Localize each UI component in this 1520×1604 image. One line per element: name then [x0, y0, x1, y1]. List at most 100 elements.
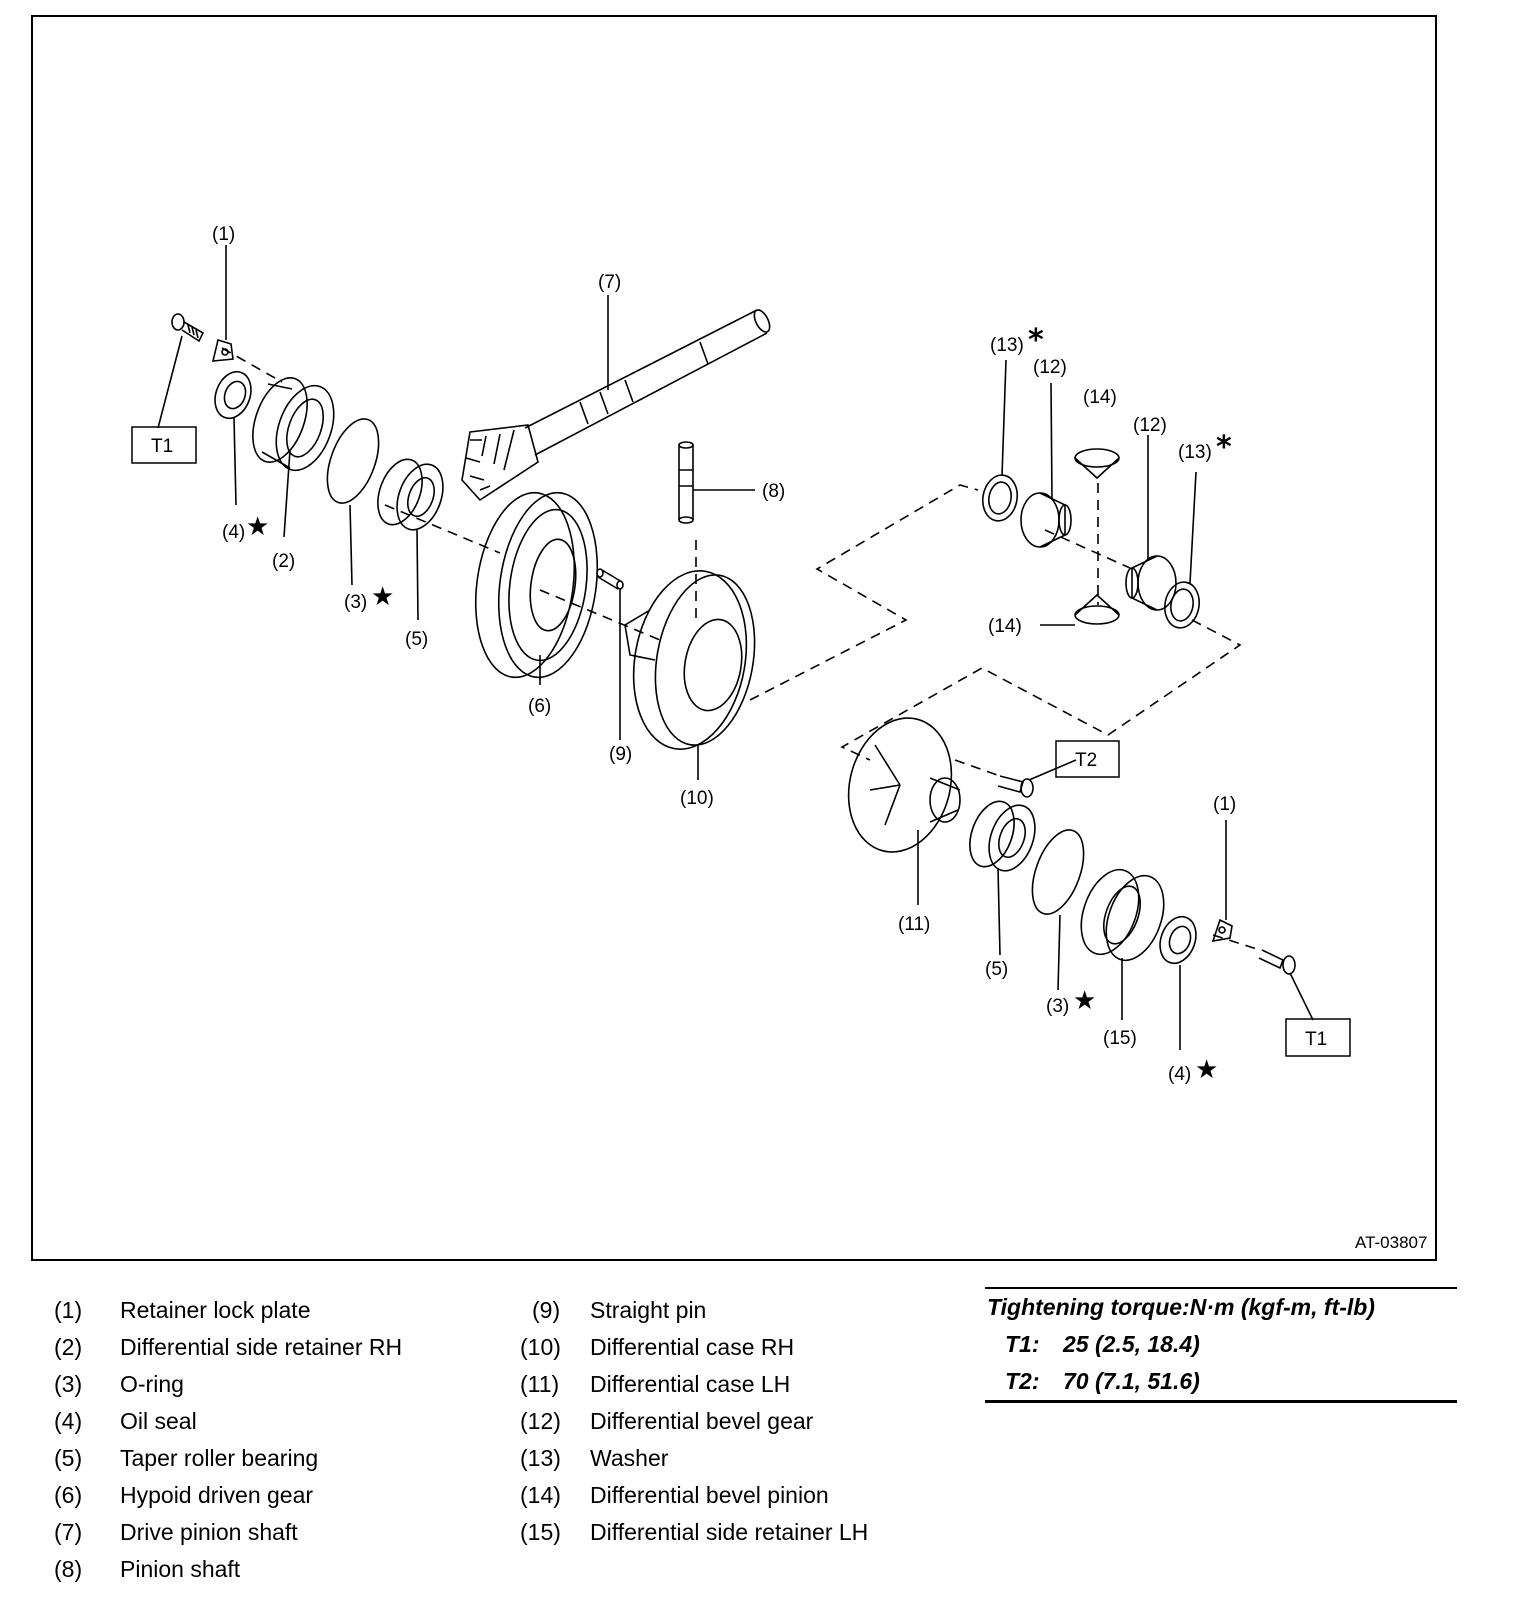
diagram-frame [31, 15, 1437, 1261]
torque-value: 25 (2.5, 18.4) [1063, 1331, 1200, 1357]
hypoid-driven-gear [474, 491, 599, 679]
star-mark: ★ [246, 512, 269, 542]
legend-item: (13) Washer [520, 1440, 940, 1477]
legend-name: Pinion shaft [120, 1556, 241, 1582]
legend-number: (11) [520, 1371, 560, 1397]
oil-seal-lh [1159, 915, 1197, 965]
legend-number: (5) [54, 1445, 83, 1471]
legend-name: Taper roller bearing [120, 1445, 319, 1471]
parts-legend-left: (1) Retainer lock plate (2)Differential s… [54, 1292, 474, 1588]
legend-item: (6) Hypoid driven gear [54, 1477, 474, 1514]
legend-item: (14)Differential bevel pinion [520, 1477, 940, 1514]
legend-number: (6) [54, 1482, 83, 1508]
torque-label-t2: T2 [1075, 750, 1097, 771]
washer-lower [1163, 581, 1201, 629]
callout-9: (9) [609, 744, 632, 765]
torque-code: T1: [1005, 1331, 1040, 1357]
callout-3-bottom: (3) [1046, 996, 1069, 1017]
legend-number: (8) [54, 1556, 83, 1582]
legend-name: Drive pinion shaft [120, 1519, 298, 1545]
o-ring-rh [326, 418, 380, 504]
callout-14-top: (14) [1083, 387, 1117, 408]
torque-box-t2 [1055, 740, 1120, 778]
torque-row: T1: 25 (2.5, 18.4) [985, 1326, 1457, 1363]
legend-number: (12) [520, 1408, 561, 1434]
legend-item: (3)O-ring [54, 1366, 474, 1403]
legend-number: (1) [54, 1297, 83, 1323]
bevel-pinion-lower [1074, 593, 1120, 625]
legend-name: Oil seal [120, 1408, 197, 1434]
callout-5-top: (5) [405, 629, 428, 650]
asterisk-mark: * [1216, 430, 1232, 465]
bevel-gear-lower [1125, 555, 1177, 611]
callout-1-top: (1) [212, 224, 235, 245]
torque-value: 70 (7.1, 51.6) [1063, 1368, 1200, 1394]
legend-name: Differential side retainer LH [590, 1519, 869, 1545]
callout-2: (2) [272, 551, 295, 572]
legend-name: Hypoid driven gear [120, 1482, 314, 1508]
callout-12-top: (12) [1033, 357, 1067, 378]
callout-12-bottom: (12) [1133, 415, 1167, 436]
callout-8: (8) [762, 481, 785, 502]
straight-pin [596, 568, 624, 590]
bolt-t2 [997, 775, 1034, 798]
legend-item: (1) Retainer lock plate [54, 1292, 474, 1329]
torque-box-t1-top [131, 426, 197, 464]
callout-13-bottom: (13) [1178, 442, 1212, 463]
torque-box-t1-bottom [1285, 1018, 1351, 1057]
legend-item: (2)Differential side retainer RH [54, 1329, 474, 1366]
differential-side-retainer-rh [252, 377, 335, 472]
callout-4-bottom: (4) [1168, 1064, 1191, 1085]
bolt-bottom-right [1258, 949, 1296, 975]
figure-code: AT-03807 [1355, 1233, 1427, 1252]
callout-7: (7) [598, 272, 621, 293]
legend-name: Differential side retainer RH [120, 1334, 403, 1360]
legend-number: (14) [520, 1482, 561, 1508]
callout-3-top: (3) [344, 592, 367, 613]
legend-number: (13) [520, 1445, 561, 1471]
legend-number: (7) [54, 1519, 83, 1545]
torque-label-t1-bottom: T1 [1305, 1029, 1327, 1050]
differential-side-retainer-lh [1080, 868, 1165, 962]
legend-item: (9)Straight pin [520, 1292, 940, 1329]
callout-1-bottom: (1) [1213, 794, 1236, 815]
star-mark: ★ [1073, 986, 1096, 1016]
legend-item: (12) Differential bevel gear [520, 1403, 940, 1440]
legend-number: (4) [54, 1408, 83, 1434]
washer-lower-inner [1170, 588, 1194, 622]
legend-name: Differential bevel gear [590, 1408, 814, 1434]
bolt-top-left [171, 313, 205, 343]
drive-pinion-shaft [461, 309, 771, 502]
taper-roller-bearing-lh [969, 800, 1036, 872]
callout-13-top: (13) [990, 335, 1024, 356]
legend-item: (8) Pinion shaft [54, 1551, 474, 1588]
callout-14-bottom: (14) [988, 616, 1022, 637]
asterisk-mark: * [1028, 323, 1044, 358]
legend-name: Straight pin [590, 1297, 707, 1323]
torque-code: T2: [1005, 1368, 1040, 1394]
callout-11: (11) [898, 914, 930, 935]
differential-case-lh [847, 717, 961, 853]
legend-item: (11)Differential case LH [520, 1366, 940, 1403]
torque-header: Tightening torque:N·m (kgf-m, ft-lb) [987, 1294, 1375, 1320]
callout-5-bottom: (5) [985, 959, 1008, 980]
tightening-torque-table: Tightening torque:N·m (kgf-m, ft-lb) T1:… [985, 1287, 1457, 1403]
differential-case-rh [624, 570, 756, 750]
retainer-lock-plate-lh [1211, 918, 1233, 943]
o-ring-lh [1031, 829, 1085, 915]
legend-name: Retainer lock plate [120, 1297, 311, 1323]
washer-upper-inner [988, 481, 1012, 515]
legend-number: (10) [520, 1334, 561, 1360]
callout-4-top: (4) [222, 522, 245, 543]
legend-item: (15) Differential side retainer LH [520, 1514, 940, 1551]
legend-item: (10) Differential case RH [520, 1329, 940, 1366]
legend-name: O-ring [120, 1371, 184, 1397]
star-mark: ★ [1195, 1055, 1218, 1085]
retainer-lock-plate-rh [211, 338, 234, 362]
legend-name: Differential case RH [590, 1334, 795, 1360]
callout-6: (6) [528, 696, 551, 717]
legend-number: (15) [520, 1519, 561, 1545]
legend-name: Washer [590, 1445, 669, 1471]
legend-item: (7) Drive pinion shaft [54, 1514, 474, 1551]
